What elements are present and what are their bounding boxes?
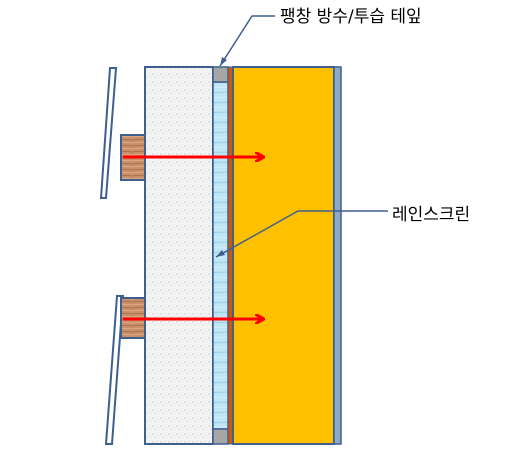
- leader-arrowhead-tape: [220, 57, 227, 66]
- cladding-panel-upper: [99, 67, 118, 199]
- insulation-layer: [144, 66, 214, 445]
- expanding-tape-top: [212, 66, 229, 83]
- label-expanding-tape: 팽창 방수/투습 테잎: [280, 7, 422, 27]
- cladding-panel-lower: [104, 295, 125, 445]
- leader-line-rainscreen: [215, 210, 388, 258]
- core-panel: [232, 66, 335, 445]
- leader-arrowhead-rainscreen: [216, 250, 225, 257]
- leader-line-tape: [219, 15, 275, 67]
- expanding-tape-bottom: [212, 428, 229, 445]
- inner-finish-strip: [333, 66, 342, 445]
- label-rainscreen: 레인스크린: [392, 205, 471, 225]
